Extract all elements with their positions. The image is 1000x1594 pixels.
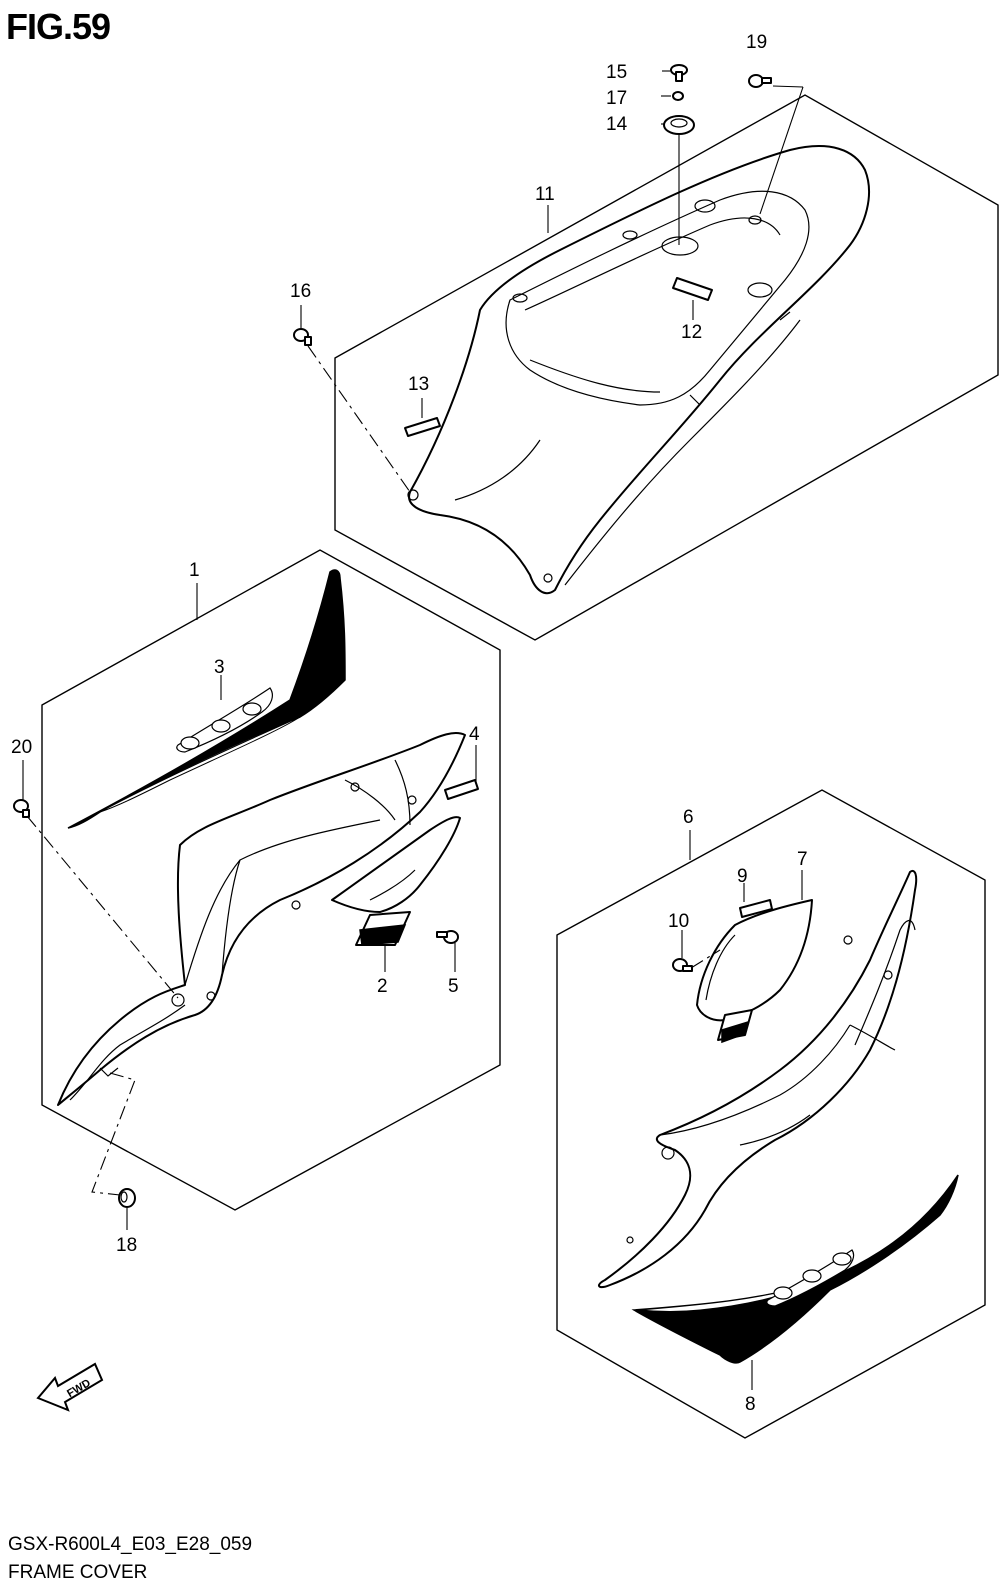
callout-18: 18	[116, 1235, 137, 1256]
callout-8: 8	[745, 1394, 756, 1415]
callout-13: 13	[408, 374, 429, 395]
left-label-4	[444, 779, 479, 800]
right-frame-cover	[598, 870, 918, 1289]
callout-7: 7	[797, 849, 808, 870]
callout-5: 5	[448, 976, 459, 997]
screw-10	[672, 958, 693, 972]
grommet-14	[663, 115, 695, 135]
label-12-sticker	[672, 277, 713, 301]
screw-20	[13, 799, 30, 818]
callout-2: 2	[377, 976, 388, 997]
bolt-16	[293, 328, 312, 346]
callout-12: 12	[681, 322, 702, 343]
callout-4: 4	[469, 724, 480, 745]
figure-name: FRAME COVER	[8, 1562, 148, 1583]
screw-5	[436, 930, 459, 944]
callout-16: 16	[290, 281, 311, 302]
leader-lines	[22, 70, 804, 1390]
group-box-right-cover	[556, 789, 986, 1439]
installation-lines	[26, 345, 721, 1196]
right-lower-trim-panel	[631, 1174, 959, 1364]
fwd-arrow-icon: FWD	[36, 1362, 104, 1412]
callout-20: 20	[11, 737, 32, 758]
callout-6: 6	[683, 807, 694, 828]
callout-14: 14	[606, 114, 628, 135]
callout-numbers: 1 2 3 4 5 6 7 8 9 10 11 12 13 14 15 16 1…	[11, 32, 808, 1415]
left-upper-trim-panel	[67, 569, 346, 829]
label-13-sticker	[404, 417, 441, 437]
callout-9: 9	[737, 866, 748, 887]
callout-17: 17	[606, 88, 627, 109]
right-label-9	[739, 899, 773, 918]
figure-code: GSX-R600L4_E03_E28_059	[8, 1534, 253, 1555]
grommet-18	[118, 1188, 136, 1208]
left-frame-cover	[57, 732, 466, 1106]
callout-10: 10	[668, 911, 689, 932]
callout-19: 19	[746, 32, 767, 53]
callout-11: 11	[535, 184, 555, 205]
group-box-left-cover	[41, 549, 501, 1211]
right-inner-bracket	[696, 899, 813, 1044]
callout-15: 15	[606, 62, 627, 83]
left-inner-bracket	[331, 816, 461, 946]
screw-19	[748, 74, 772, 88]
seat-tail-cowl	[407, 145, 871, 595]
group-box-seat-tail	[334, 94, 999, 641]
washer-17	[672, 91, 684, 101]
bolt-15	[670, 64, 688, 82]
figure-title: FIG.59	[6, 6, 111, 47]
callout-3: 3	[214, 657, 225, 678]
callout-1: 1	[189, 560, 200, 581]
